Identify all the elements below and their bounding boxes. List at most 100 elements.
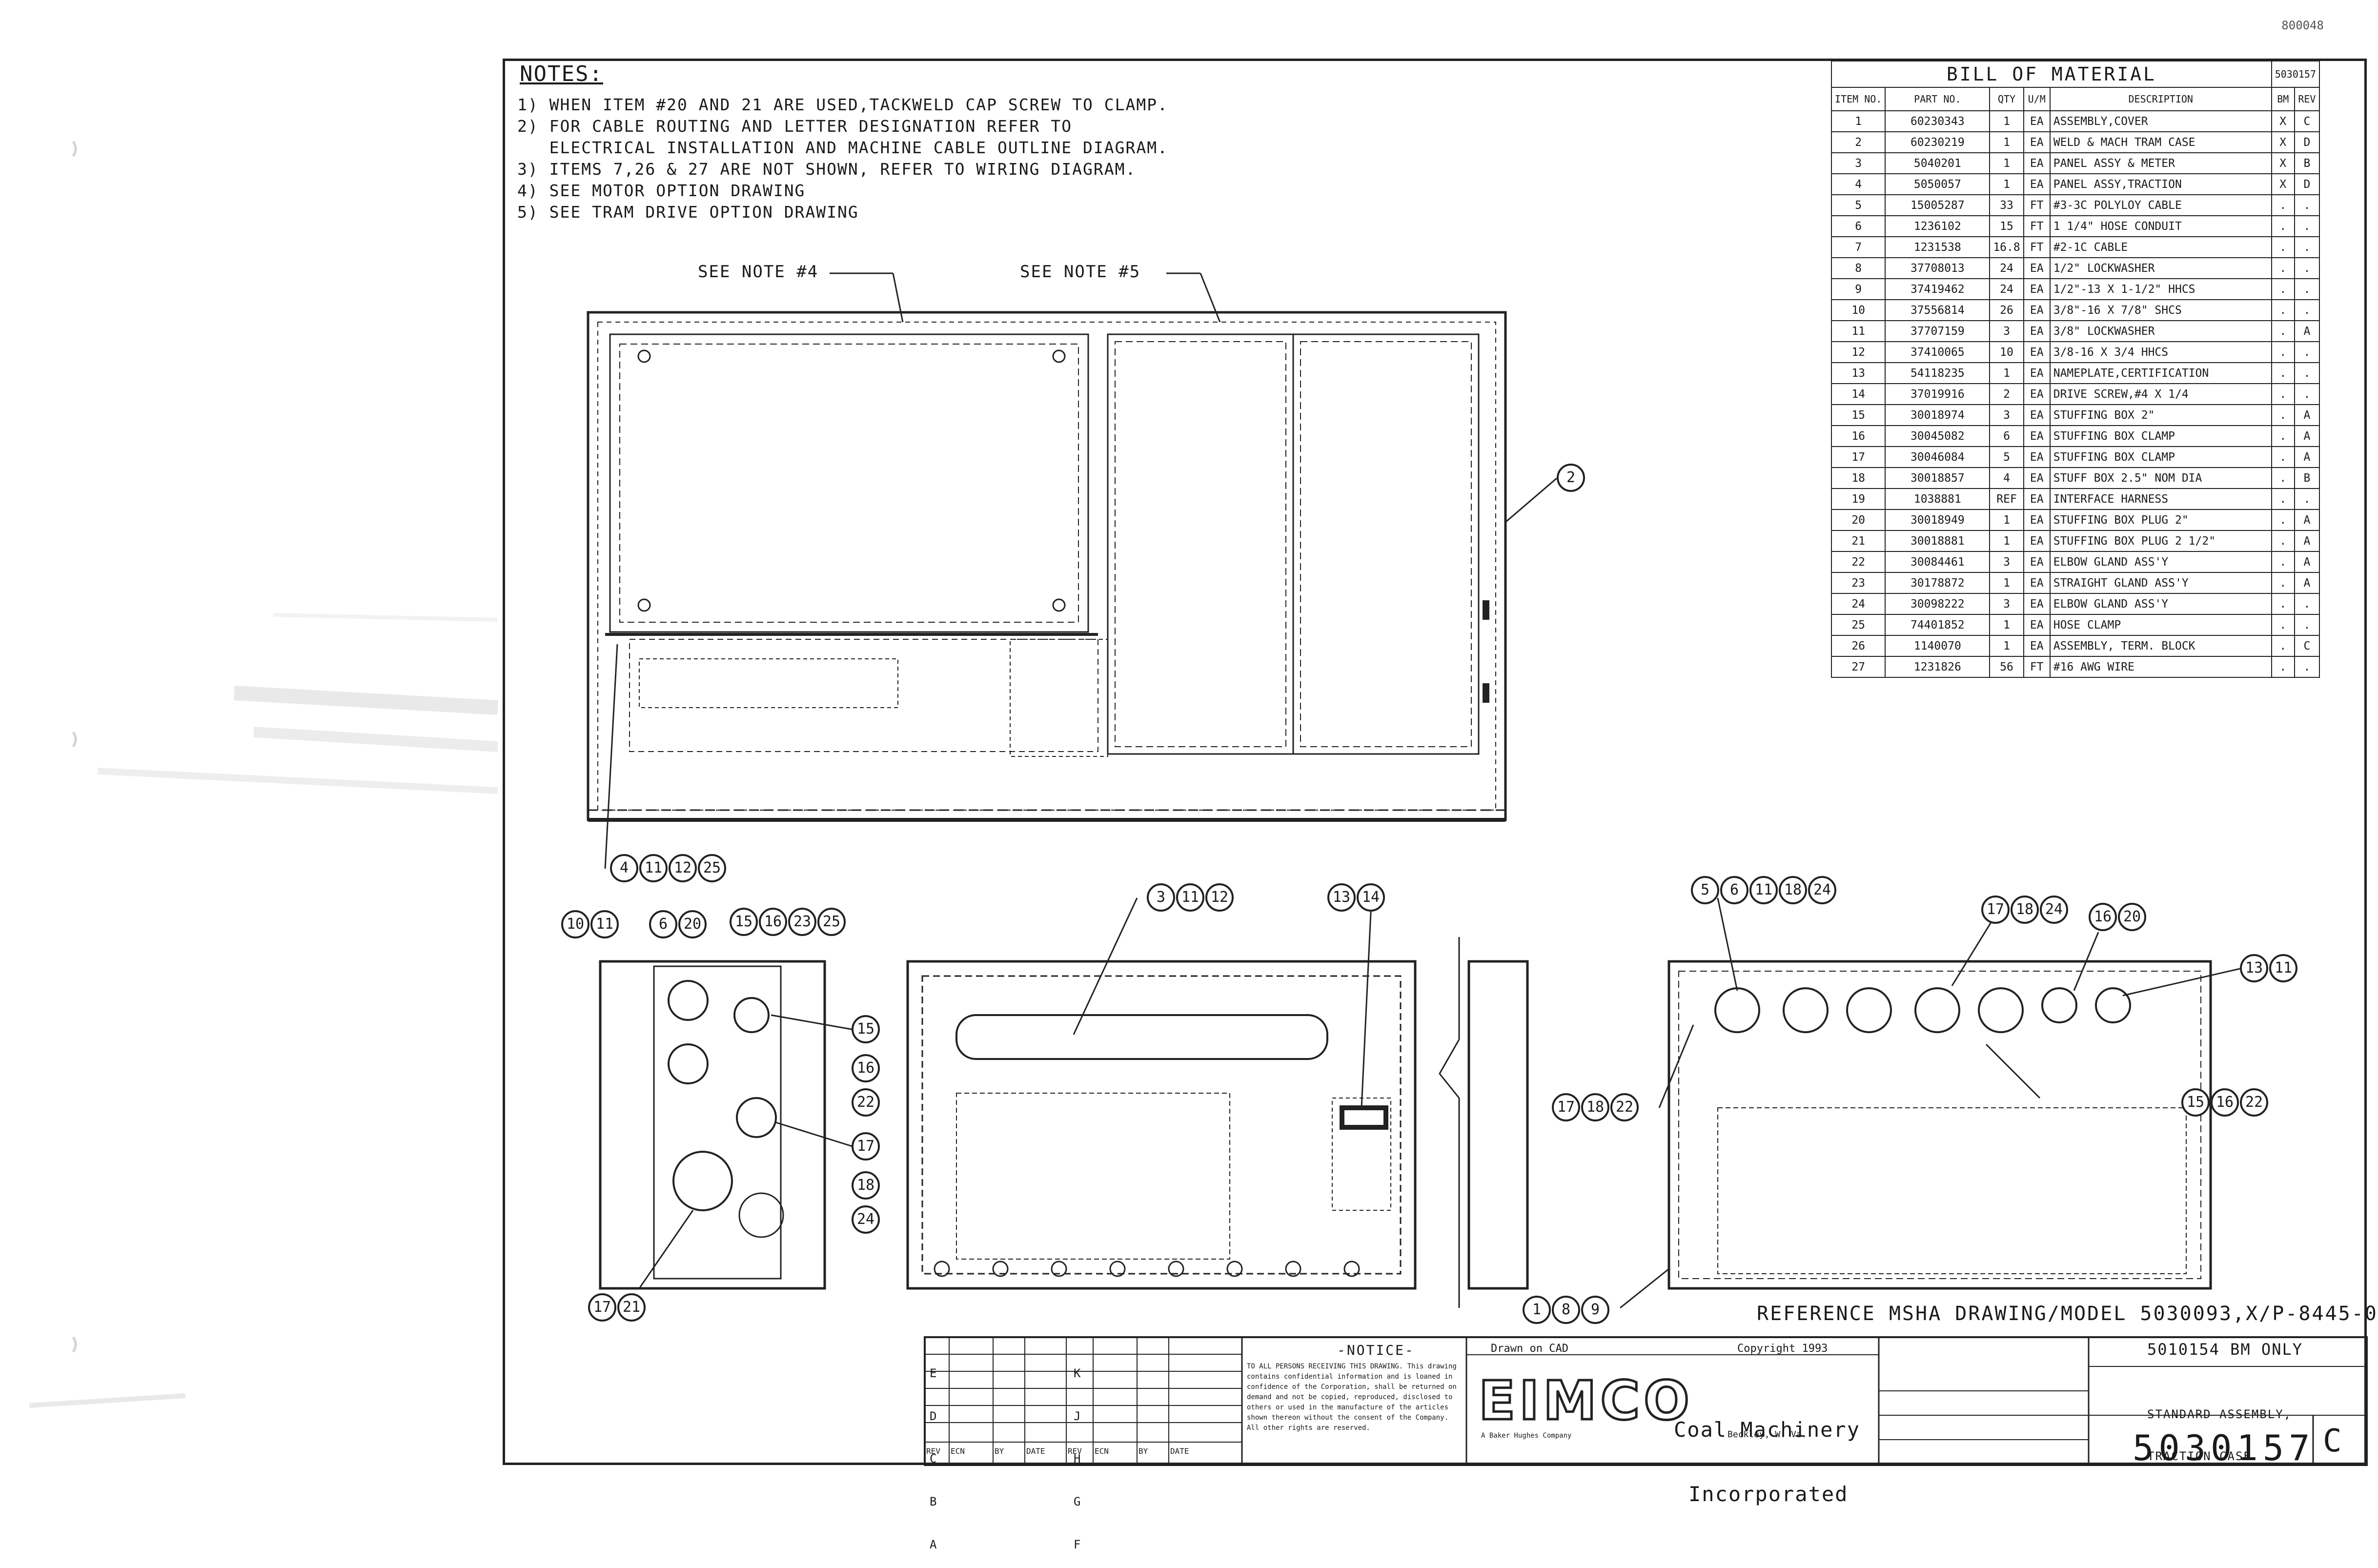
bom-cell: A [2294,320,2320,342]
bom-cell: C [2294,110,2320,132]
bom-cell: 1 [1989,572,2024,594]
note-1: 1) WHEN ITEM #20 AND 21 ARE USED,TACKWEL… [517,95,1168,114]
bom-cell: 33 [1989,194,2024,216]
callout-item-3: 3 [1147,883,1175,912]
bom-cell: EA [2023,257,2051,279]
bom-col-um: U/M [2023,87,2051,111]
bom-cell: . [2271,236,2295,258]
bom-cell: . [2271,635,2295,657]
callout-item-22: 22 [2240,1088,2268,1117]
bom-cell: 24 [1989,257,2024,279]
company-tagline: A Baker Hughes Company [1481,1432,1572,1440]
bom-cell: 24 [1989,278,2024,300]
bom-cell: 30045082 [1885,425,1991,447]
bom-dwg-number: 5030157 [2271,61,2320,88]
rev-header: BY [995,1446,1004,1456]
bom-cell: 4 [1830,173,1886,195]
bom-cell: PANEL ASSY,TRACTION [2049,173,2272,195]
bom-cell: EA [2023,278,2051,300]
bom-cell: FT [2023,236,2051,258]
bom-cell: 5050057 [1885,173,1991,195]
callout-item-25: 25 [698,854,726,882]
eimco-logo: EIMCO [1478,1369,1693,1432]
callout-item-11: 11 [1749,876,1778,904]
bom-cell: 30098222 [1885,593,1991,615]
bom-cell: 22 [1830,551,1886,573]
rev-letter: B [930,1495,937,1509]
copyright: Copyright 1993 [1737,1343,1828,1355]
bom-cell: 21 [1830,530,1886,552]
drawing-title: 5010154 BM ONLY [2147,1340,2303,1359]
bom-cell: . [2271,425,2295,447]
bill-of-material-table: BILL OF MATERIAL 5030157 ITEM NO. PART N… [1830,61,2320,678]
bom-cell: 37708013 [1885,257,1991,279]
bom-cell: X [2271,131,2295,153]
bom-cell: . [2271,656,2295,678]
bom-cell: 6 [1830,215,1886,237]
bom-cell: 30084461 [1885,551,1991,573]
bom-cell: EA [2023,362,2051,384]
page-id: 800048 [2281,19,2324,32]
bom-cell: EA [2023,299,2051,321]
note-2: 2) FOR CABLE ROUTING AND LETTER DESIGNAT… [517,117,1073,136]
bom-col-part: PART NO. [1885,87,1991,111]
bom-cell: INTERFACE HARNESS [2049,488,2272,510]
assembly-title-line-1: STANDARD ASSEMBLY, [2147,1407,2292,1421]
bom-cell: ELBOW GLAND ASS'Y [2049,593,2272,615]
bom-cell: 27 [1830,656,1886,678]
callout-item-16: 16 [2211,1088,2239,1117]
bom-cell: . [2294,362,2320,384]
bom-cell: 2 [1830,131,1886,153]
callout-item-2: 2 [1557,464,1585,492]
bom-cell: #2-1C CABLE [2049,236,2272,258]
bom-header-row: ITEM NO. PART NO. QTY U/M DESCRIPTION BM… [1830,87,2320,111]
note-2-cont: ELECTRICAL INSTALLATION AND MACHINE CABL… [517,138,1168,157]
bom-cell: 15005287 [1885,194,1991,216]
callout-item-22: 22 [1610,1093,1639,1121]
bom-cell: EA [2023,488,2051,510]
bom-cell: . [2271,614,2295,636]
bom-cell: STUFFING BOX CLAMP [2049,446,2272,468]
bom-cell: . [2271,593,2295,615]
bom-cell: . [2271,299,2295,321]
bom-col-qty: QTY [1989,87,2024,111]
bom-cell: D [2294,131,2320,153]
bom-cell: A [2294,446,2320,468]
bom-cell: EA [2023,467,2051,489]
bom-cell: EA [2023,152,2051,174]
callout-item-24: 24 [852,1205,880,1234]
bom-cell: EA [2023,446,2051,468]
bom-cell: 1 [1989,530,2024,552]
rev-letter: K [1074,1366,1081,1380]
bom-cell: 1 [1989,614,2024,636]
bom-cell: . [2271,509,2295,531]
callout-item-18: 18 [2011,896,2039,924]
callout-item-25: 25 [817,908,846,936]
bom-col-bm: BM [2271,87,2295,111]
bom-cell: . [2271,362,2295,384]
bom-cell: B [2294,467,2320,489]
rev-letters-right: K J H G F [1074,1341,1088,1568]
bom-cell: 14 [1830,383,1886,405]
bom-cell: STUFFING BOX PLUG 2" [2049,509,2272,531]
bom-cell: WELD & MACH TRAM CASE [2049,131,2272,153]
bom-cell: A [2294,404,2320,426]
technical-drawing [587,272,2368,1466]
bom-cell: 12 [1830,341,1886,363]
bom-cell: 2 [1989,383,2024,405]
bom-cell: 7 [1830,236,1886,258]
bom-cell: NAMEPLATE,CERTIFICATION [2049,362,2272,384]
bom-cell: 26 [1830,635,1886,657]
bom-cell: 30178872 [1885,572,1991,594]
rev-letter: A [930,1537,937,1551]
bom-cell: D [2294,173,2320,195]
callout-item-5: 5 [1691,876,1719,904]
bom-cell: FT [2023,215,2051,237]
